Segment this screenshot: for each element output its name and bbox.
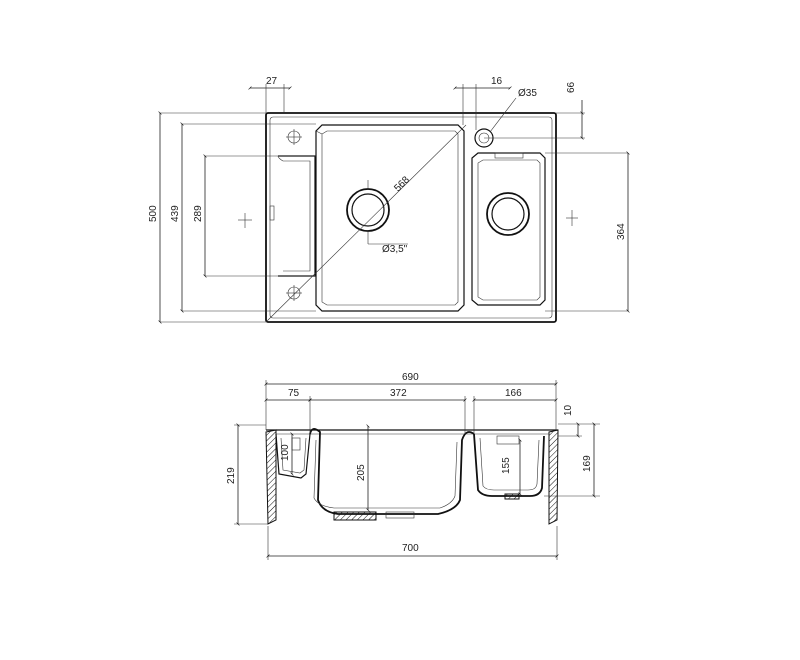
dim-inner-width: 690 [402, 372, 419, 383]
sink-inner-rim [269, 116, 553, 319]
dim-bowl-depth: 439 [170, 205, 181, 222]
diagonal-line [265, 124, 467, 323]
dim-small-bowl-height: 155 [501, 457, 512, 474]
dim-tap-hole: Ø35 [518, 88, 537, 99]
dim-small-bowl-depth: 364 [616, 223, 627, 240]
section-view: 690 75 372 166 10 100 205 155 219 169 70… [226, 372, 600, 560]
mount-symbol-bottom [286, 285, 302, 301]
dim-total-height: 219 [226, 467, 237, 484]
dim-left-step: 75 [288, 388, 300, 399]
mount-symbol-top [286, 129, 302, 145]
dim-tap-offset: 16 [491, 76, 503, 87]
dim-small-outer-height: 169 [582, 455, 593, 472]
dim-drainer-depth: 289 [193, 205, 204, 222]
dim-main-bowl-width: 372 [390, 388, 407, 399]
main-bowl [315, 124, 465, 312]
left-drainer [269, 155, 316, 277]
dim-tap-depth: 66 [566, 81, 577, 93]
dim-width-left-flange: 27 [266, 76, 278, 87]
dim-rim: 10 [563, 404, 574, 416]
sink-outline [265, 112, 557, 323]
dim-diagonal: 568 [392, 174, 412, 194]
dim-small-bowl-width: 166 [505, 388, 522, 399]
dim-total-depth: 500 [148, 205, 159, 222]
top-view: 27 16 Ø35 66 500 439 289 364 568 Ø3,5" [148, 76, 630, 324]
main-drain [346, 180, 408, 245]
dim-main-bowl-height: 205 [356, 464, 367, 481]
section-main-bowl [309, 428, 475, 521]
left-wall-section [265, 429, 277, 525]
tap-hole [474, 97, 517, 148]
dim-step-height: 100 [280, 444, 291, 461]
small-drain [486, 192, 530, 236]
dim-overall-width: 700 [402, 543, 419, 554]
section-small-bowl [473, 433, 545, 500]
dim-drain-hole: Ø3,5" [382, 244, 408, 255]
right-wall-section [548, 429, 559, 525]
small-bowl [471, 152, 546, 306]
